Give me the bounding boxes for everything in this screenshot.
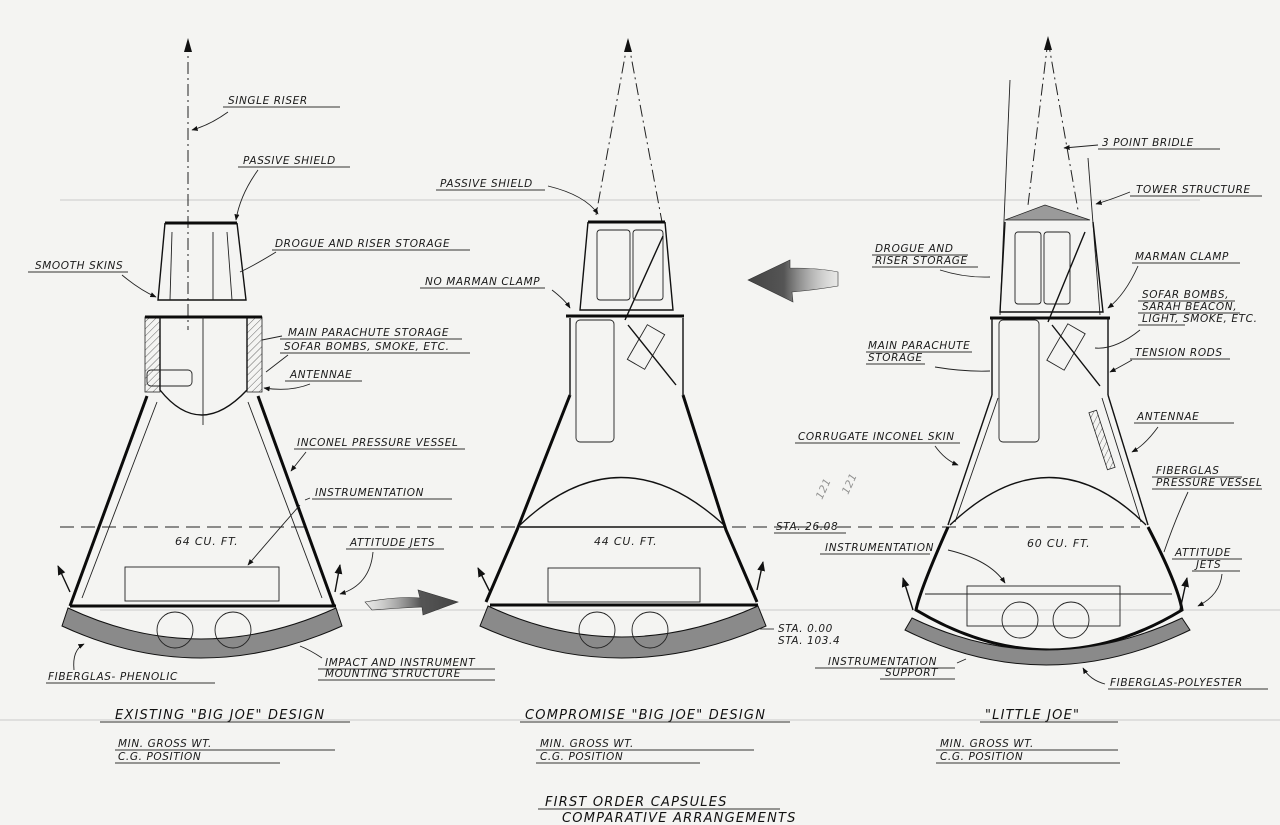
label-main-parachute: MAIN PARACHUTE: [868, 340, 970, 352]
label-sofar-bombs: SOFAR BOMBS,: [1142, 289, 1229, 301]
label-fiberglas-polyester: FIBERGLAS-POLYESTER: [1110, 677, 1243, 689]
capsule-2-title: COMPROMISE "BIG JOE" DESIGN: [525, 708, 766, 723]
label-mounting-structure: MOUNTING STRUCTURE: [325, 668, 461, 680]
capsule-1-min-gross-wt: MIN. GROSS WT.: [118, 738, 212, 750]
label-marman-clamp: MARMAN CLAMP: [1135, 251, 1229, 263]
label-instrumentation: INSTRUMENTATION: [825, 542, 934, 554]
label-instrumentation: INSTRUMENTATION: [315, 487, 424, 499]
capsule-1-title: EXISTING "BIG JOE" DESIGN: [115, 708, 325, 723]
label-antennae: ANTENNAE: [1136, 411, 1199, 423]
drawing-subtitle: COMPARATIVE ARRANGEMENTS: [562, 811, 797, 825]
capsule-little-joe: 60 CU. FT.: [901, 36, 1191, 666]
label-instrumentation-support: INSTRUMENTATION: [828, 656, 937, 668]
label-storage: STORAGE: [868, 352, 923, 364]
label-passive-shield: PASSIVE SHIELD: [243, 155, 336, 167]
label-sarah-beacon: SARAH BEACON,: [1142, 301, 1237, 313]
station-line: STA. 26.08: [60, 521, 1140, 534]
label-passive-shield: PASSIVE SHIELD: [440, 178, 533, 190]
capsule-3-title: "LITTLE JOE": [985, 708, 1080, 723]
label-inconel-pressure-vessel: INCONEL PRESSURE VESSEL: [297, 437, 458, 449]
label-corrugate-inconel-skin: CORRUGATE INCONEL SKIN: [798, 431, 955, 443]
label-sofar-bombs: SOFAR BOMBS, SMOKE, ETC.: [284, 341, 450, 353]
label-3-point-bridle: 3 POINT BRIDLE: [1102, 137, 1194, 149]
capsule-2-labels: PASSIVE SHIELD NO MARMAN CLAMP STA. 0.00…: [420, 178, 840, 647]
capsule-3-labels: 3 POINT BRIDLE TOWER STRUCTURE DROGUE AN…: [795, 137, 1268, 690]
drawing-title: FIRST ORDER CAPSULES: [545, 795, 728, 810]
label-smooth-skins: SMOOTH SKINS: [35, 260, 123, 272]
capsule-2-min-gross-wt: MIN. GROSS WT.: [540, 738, 634, 750]
label-riser-storage: RISER STORAGE: [875, 255, 968, 267]
drawing-title-block: FIRST ORDER CAPSULES COMPARATIVE ARRANGE…: [538, 795, 797, 825]
capsule-2-cg-position: C.G. POSITION: [540, 751, 623, 763]
volume-label: 60 CU. FT.: [1027, 537, 1090, 550]
capsule-2-title-block: COMPROMISE "BIG JOE" DESIGN MIN. GROSS W…: [520, 708, 790, 764]
label-main-parachute-storage: MAIN PARACHUTE STORAGE: [288, 327, 449, 339]
pencil-annotations: 121 121: [814, 471, 860, 501]
volume-label: 64 CU. FT.: [175, 535, 238, 548]
label-attitude-jets: ATTITUDE JETS: [349, 537, 435, 549]
label-tower-structure: TOWER STRUCTURE: [1136, 184, 1251, 196]
station-label-103: STA. 103.4: [778, 635, 840, 647]
label-drogue-riser-storage: DROGUE AND RISER STORAGE: [275, 238, 450, 250]
label-attitude: ATTITUDE: [1174, 547, 1231, 559]
capsule-1-labels: SINGLE RISER PASSIVE SHIELD DROGUE AND R…: [28, 95, 495, 684]
label-fiberglas: FIBERGLAS: [1156, 465, 1220, 477]
guide-lines: [0, 199, 1280, 721]
transition-arrow-left-icon: [747, 259, 839, 303]
riser-arrow-icon: [184, 38, 192, 52]
capsule-1-title-block: EXISTING "BIG JOE" DESIGN MIN. GROSS WT.…: [100, 708, 350, 764]
capsule-3-cg-position: C.G. POSITION: [940, 751, 1023, 763]
label-jets: JETS: [1194, 559, 1221, 571]
label-support: SUPPORT: [885, 667, 939, 679]
capsule-1-cg-position: C.G. POSITION: [118, 751, 201, 763]
label-antennae: ANTENNAE: [289, 369, 352, 381]
capsule-3-min-gross-wt: MIN. GROSS WT.: [940, 738, 1034, 750]
label-no-marman-clamp: NO MARMAN CLAMP: [425, 276, 540, 288]
transition-arrow-right-icon: [364, 589, 459, 616]
capsule-big-joe-compromise: 44 CU. FT.: [477, 38, 767, 659]
riser-arrow-icon: [624, 38, 632, 52]
station-label-26: STA. 26.08: [776, 521, 838, 533]
label-light-smoke: LIGHT, SMOKE, ETC.: [1142, 313, 1258, 325]
svg-text:121: 121: [814, 476, 834, 501]
label-drogue-and: DROGUE AND: [875, 243, 954, 255]
capsule-big-joe-existing: 64 CU. FT.: [57, 38, 343, 659]
label-fiberglas-phenolic: FIBERGLAS- PHENOLIC: [48, 671, 178, 683]
label-tension-rods: TENSION RODS: [1135, 347, 1223, 359]
station-label-0: STA. 0.00: [778, 623, 833, 635]
bridle-arrow-icon: [1044, 36, 1052, 50]
volume-label: 44 CU. FT.: [594, 535, 657, 548]
label-pressure-vessel: PRESSURE VESSEL: [1156, 477, 1262, 489]
label-single-riser: SINGLE RISER: [228, 95, 308, 107]
label-impact-structure: IMPACT AND INSTRUMENT: [325, 657, 476, 669]
capsule-3-title-block: "LITTLE JOE" MIN. GROSS WT. C.G. POSITIO…: [936, 708, 1120, 764]
svg-text:121: 121: [840, 471, 860, 496]
